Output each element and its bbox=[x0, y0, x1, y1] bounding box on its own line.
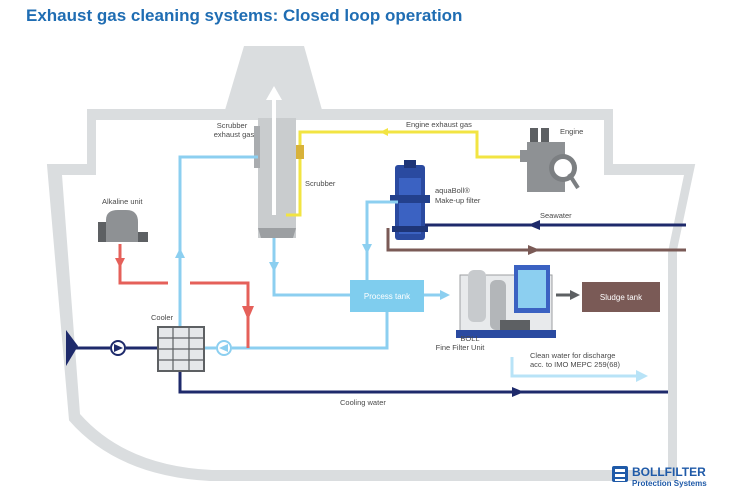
brown-arrowhead bbox=[528, 245, 540, 255]
process-arrowhead bbox=[440, 290, 450, 300]
scrubber-drain-line bbox=[272, 238, 350, 297]
engine-exhaust-line bbox=[298, 130, 527, 159]
process-tank bbox=[350, 280, 424, 312]
scrubber-exhaust-arrowhead bbox=[266, 86, 282, 100]
sludge-arrowhead bbox=[570, 290, 580, 300]
cooler-icon bbox=[157, 326, 205, 372]
circulation-pump-arrow bbox=[219, 344, 228, 352]
clean-water-label-2: acc. to IMO MEPC 259(68) bbox=[530, 360, 621, 369]
alkaline-unit-icon bbox=[98, 210, 148, 242]
clean-water-label-1: Clean water for discharge bbox=[530, 351, 615, 360]
scrubber-inner-exhaust bbox=[286, 148, 302, 217]
process-tank-label: Process tank bbox=[364, 292, 411, 301]
sea-chest-icon bbox=[66, 330, 78, 366]
scrubber-tower bbox=[258, 118, 296, 238]
alkaline-arrowhead bbox=[115, 258, 125, 268]
cooling-water-line bbox=[178, 370, 668, 394]
cooling-water-label: Cooling water bbox=[340, 398, 386, 407]
alkaline-dosing-line bbox=[118, 244, 168, 285]
aquaboll-label-2: Make-up filter bbox=[435, 196, 481, 205]
scrubber-base bbox=[258, 228, 296, 238]
clean-water-line bbox=[510, 357, 636, 378]
aquaboll-filter-icon bbox=[390, 160, 430, 240]
scrubber-label: Scrubber bbox=[305, 179, 336, 188]
exhaust-arrowhead bbox=[380, 128, 388, 136]
aquaboll-label-1: aquaBoll® bbox=[435, 186, 470, 195]
engine-label: Engine bbox=[560, 127, 583, 136]
funnel bbox=[225, 46, 322, 110]
exhaust-inlet bbox=[296, 145, 304, 159]
cooler-label: Cooler bbox=[151, 313, 174, 322]
fine-filter-label-2: Fine Filter Unit bbox=[436, 343, 486, 352]
cooling-pump-arrow bbox=[114, 344, 123, 352]
brand-name: BOLLFILTER bbox=[632, 465, 706, 479]
seawater-arrowhead bbox=[528, 220, 540, 230]
makeup-arrowhead bbox=[362, 244, 372, 254]
seawater-label: Seawater bbox=[540, 211, 572, 220]
alkaline-feed-line bbox=[190, 281, 250, 348]
makeup-water-line bbox=[365, 200, 398, 285]
sludge-tank bbox=[582, 282, 660, 312]
cooler-up-arrowhead bbox=[175, 248, 185, 258]
engine-exhaust-label: Engine exhaust gas bbox=[406, 120, 472, 129]
process-return-line bbox=[232, 312, 389, 350]
scrubber-exhaust-label-1: Scrubber bbox=[217, 121, 248, 130]
bollfilter-logo: BOLLFILTER Protection Systems bbox=[612, 465, 707, 488]
clean-water-arrowhead bbox=[636, 370, 648, 382]
scrubber-exhaust-label-2: exhaust gas bbox=[214, 130, 255, 139]
engine-icon bbox=[520, 128, 580, 192]
sludge-tank-label: Sludge tank bbox=[600, 293, 643, 302]
cooler-to-scrubber-line bbox=[178, 155, 258, 328]
brand-tagline: Protection Systems bbox=[632, 479, 707, 488]
fine-filter-unit-icon bbox=[456, 265, 556, 338]
fine-filter-label-1: BOLL bbox=[460, 334, 479, 343]
alkaline-unit-label: Alkaline unit bbox=[102, 197, 143, 206]
alkaline-feed-arrowhead bbox=[242, 306, 254, 320]
cooling-arrowhead bbox=[512, 387, 524, 397]
page-title: Exhaust gas cleaning systems: Closed loo… bbox=[26, 6, 463, 25]
drain-arrowhead bbox=[269, 262, 279, 272]
scrubber-side bbox=[254, 126, 260, 168]
brown-discharge-line bbox=[386, 228, 686, 252]
